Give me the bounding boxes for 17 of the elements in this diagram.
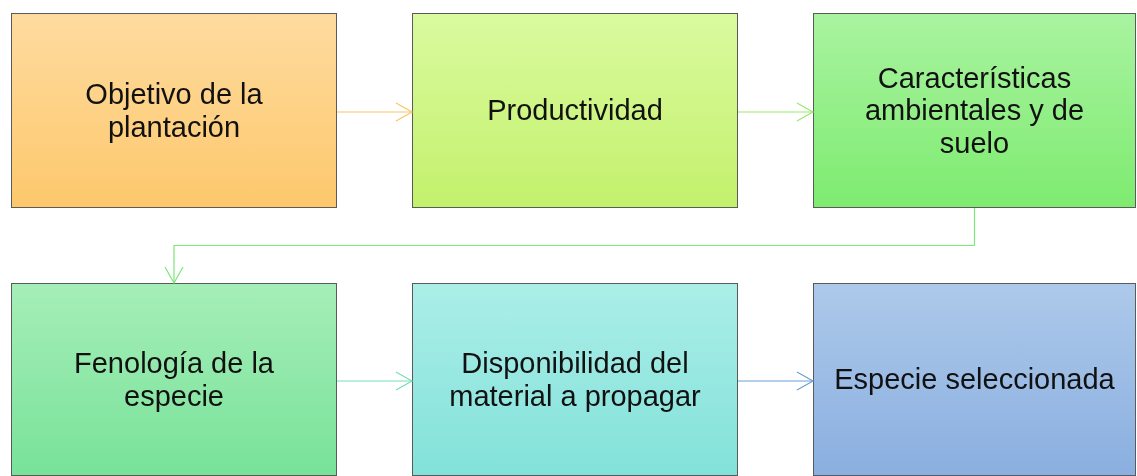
box-label: Características ambientales y de suelo — [863, 61, 1086, 160]
box-label: Especie seleccionada — [834, 363, 1115, 396]
arrow — [164, 207, 976, 284]
box-label: Objetivo de la plantación — [84, 78, 264, 143]
process-box — [813, 13, 1136, 208]
arrow — [737, 102, 814, 122]
arrow — [737, 371, 814, 391]
process-box — [11, 283, 337, 476]
process-box — [11, 13, 337, 208]
box-label: Disponibilidad del material a propagar — [448, 347, 702, 412]
arrow — [336, 371, 413, 391]
box-label: Fenología de la especie — [73, 347, 275, 412]
process-box — [813, 283, 1136, 476]
process-box — [412, 13, 738, 208]
box-label: Productividad — [487, 94, 663, 127]
arrow — [336, 102, 413, 122]
process-box — [412, 283, 738, 476]
